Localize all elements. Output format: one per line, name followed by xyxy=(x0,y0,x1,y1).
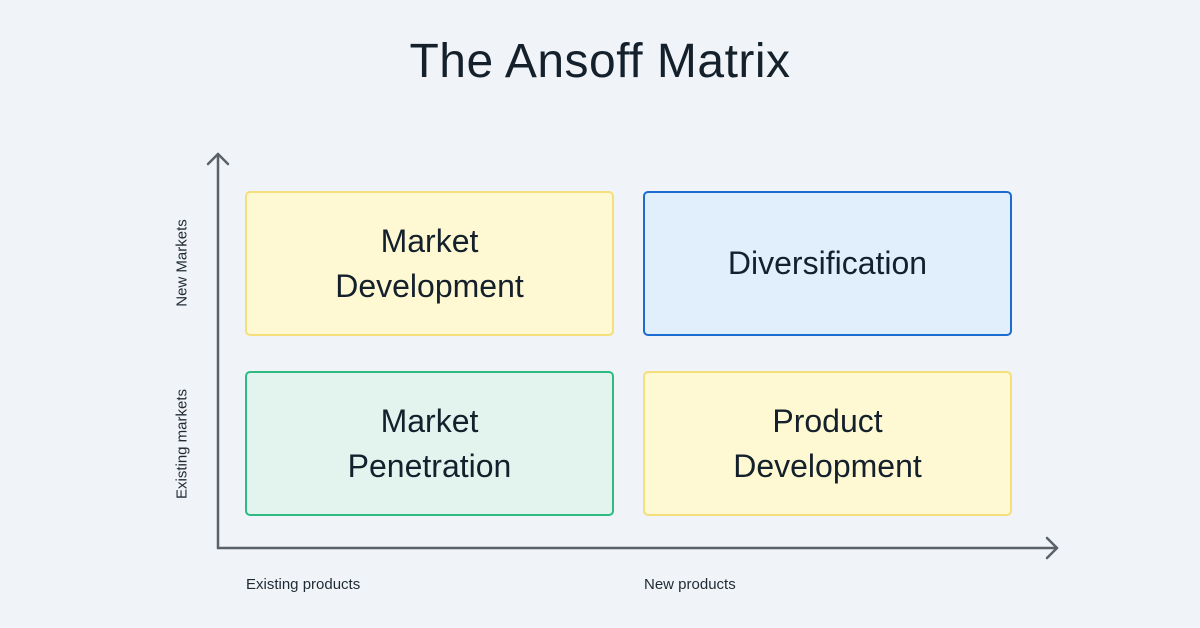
y-axis-label-existing-markets: Existing markets xyxy=(173,388,191,500)
quadrant-product-development: Product Development xyxy=(643,371,1012,516)
quadrant-diversification: Diversification xyxy=(643,191,1012,336)
x-axis-label-existing-products: Existing products xyxy=(246,576,361,593)
page-title: The Ansoff Matrix xyxy=(409,35,791,88)
quadrant-label: Diversification xyxy=(727,245,928,281)
quadrant-label: Product Development xyxy=(733,402,922,484)
x-axis-label-new-products: New products xyxy=(644,576,736,593)
x-axis-arrowhead-icon xyxy=(1045,536,1059,560)
quadrant-label: Market Development xyxy=(335,222,524,304)
quadrant-label: Market Penetration xyxy=(347,402,512,484)
quadrant-market-development: Market Development xyxy=(245,191,614,336)
quadrant-market-penetration: Market Penetration xyxy=(245,371,614,516)
y-axis-label-new-markets: New Markets xyxy=(173,219,191,307)
y-axis-arrowhead-icon xyxy=(206,152,230,166)
